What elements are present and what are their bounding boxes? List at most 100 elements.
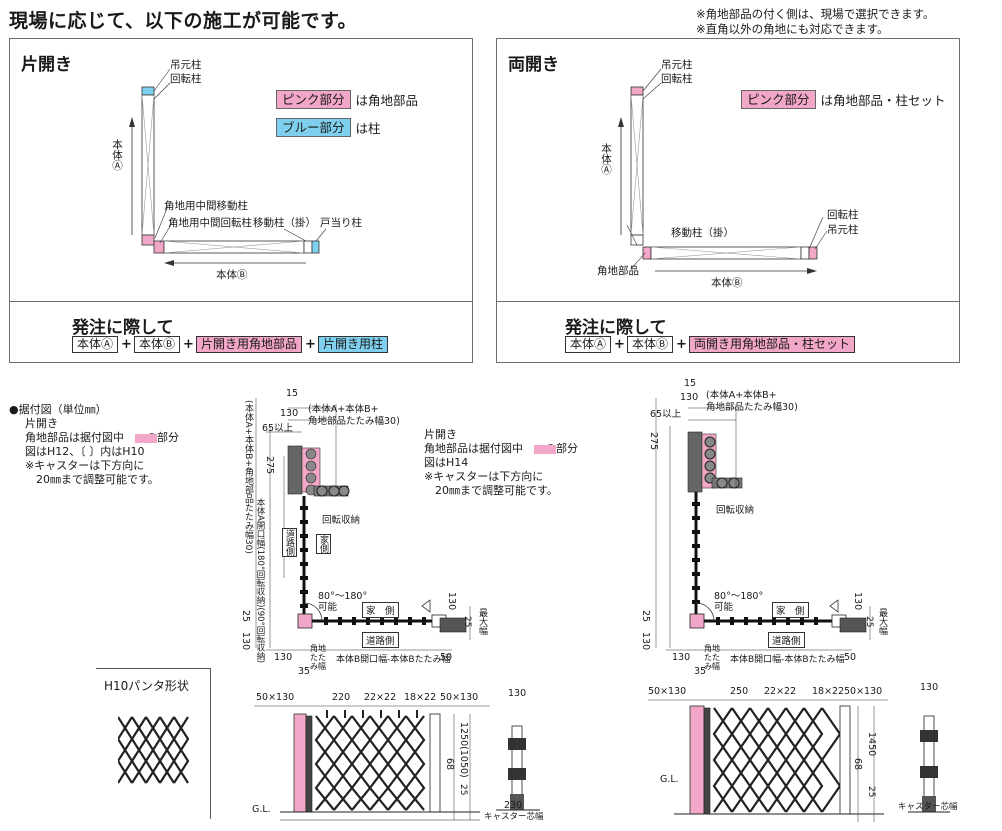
order-posts: 片開き用柱: [318, 336, 389, 353]
ground-level: G.L.: [660, 774, 679, 785]
panel-divider: [497, 301, 959, 302]
label-body-b: 本体Ⓑ: [711, 277, 743, 289]
legend-pink-chip: ピンク部分: [276, 90, 351, 109]
order-title: 発注に際して: [565, 318, 667, 338]
dim-25r: 25: [462, 616, 472, 628]
dim-25: 25: [640, 610, 651, 623]
panel-title: 片開き: [21, 55, 72, 75]
legend-blue: ブルー部分 は柱: [276, 118, 381, 137]
install-notes-left: ●据付図（単位㎜） 片開き 角地部品は据付図中 の部分 図はH12、〔 〕内はH…: [9, 403, 179, 487]
label-corner-middle-moving: 角地用中間移動柱: [164, 200, 248, 212]
caster-width: キャスター芯幅: [484, 812, 544, 822]
legend-pink: ピンク部分 は角地部品・柱セット: [741, 90, 946, 109]
dim-post-size-2: 50×130: [844, 686, 883, 697]
install-line: 図はH14: [424, 456, 469, 469]
label-rotating-post-2: 回転柱: [827, 209, 859, 221]
pink-swatch: [534, 445, 556, 454]
note-non-right-angle: ※直角以外の角地にも対応できます。: [696, 22, 889, 36]
angle-range: 80°～180°: [318, 591, 368, 602]
label-door-stop-post: 戸当り柱: [320, 217, 362, 229]
vertical-note: (本体A+本体B+角地部品たたみ幅30): [243, 400, 253, 554]
label-corner-middle-rotating: 角地用中間回転柱: [168, 217, 252, 229]
top-note: (本体A+本体B+ 角地部品たたみ幅30): [706, 390, 798, 413]
page-heading: 現場に応じて、以下の施工が可能です。: [9, 10, 358, 32]
pantograph-box: H10パンタ形状: [96, 668, 211, 819]
pink-swatch: [135, 434, 157, 443]
plus-icon: +: [305, 337, 316, 352]
legend-pink-text: は角地部品・柱セット: [820, 93, 946, 108]
dim-275: 275: [264, 456, 275, 475]
elevation-right: 50×130 250 22×22 18×22 50×130: [644, 680, 974, 830]
plus-icon: +: [121, 337, 132, 352]
dim-25r: 25: [864, 616, 874, 628]
max-width: 最大幅: [477, 608, 487, 635]
ground-level: G.L.: [252, 804, 271, 815]
bottom-width-label: 本体B開口幅-本体Bたたみ幅: [730, 655, 845, 665]
install-line: 図はH12、〔 〕内はH10: [25, 445, 145, 458]
label-moving-post: 移動柱（掛）: [671, 227, 734, 239]
dim-15: 15: [684, 378, 697, 389]
dim-130: 130: [680, 392, 699, 403]
dim-post-size: 50×130: [648, 686, 687, 697]
dim-bar-22: 22×22: [764, 686, 797, 697]
dim-65: 65以上: [650, 409, 682, 420]
dim-height: 1250(1050): [458, 722, 469, 778]
plus-icon: +: [676, 337, 687, 352]
legend-blue-chip: ブルー部分: [276, 118, 351, 137]
label-body-a: 本体Ⓐ: [111, 139, 123, 171]
dim-height: 1450: [866, 732, 877, 757]
panel-divider: [10, 301, 472, 302]
order-body-a: 本体Ⓐ: [565, 336, 612, 353]
dim-130r: 130: [446, 592, 457, 611]
dim-130c: 130: [672, 652, 691, 663]
side-top-dim: 130: [508, 688, 527, 699]
note-corner-side: ※角地部品の付く側は、現場で選択できます。: [696, 7, 935, 21]
order-corner-set: 両開き用角地部品・柱セット: [689, 336, 856, 353]
label-fixed-post-2: 吊元柱: [827, 224, 859, 236]
order-title: 発注に際して: [72, 318, 174, 338]
install-plan-left: 15 130 65以上 (本体A+本体B+ 角地部品たたみ幅30) (本体A+本…: [226, 378, 494, 678]
dim-50: 50: [844, 652, 857, 663]
dim-35: 35: [298, 666, 311, 677]
install-line: 角地部品は据付図中 の部分: [25, 431, 179, 444]
install-line: 20㎜まで調整可能です。: [424, 484, 558, 497]
order-body-b: 本体Ⓑ: [627, 336, 674, 353]
side-bottom-dim: 230: [504, 800, 523, 811]
dim-25: 25: [458, 784, 468, 796]
label-rotating-post: 回転柱: [661, 73, 693, 85]
road-side-label: 道路側: [768, 632, 805, 648]
dim-65: 65以上: [262, 423, 294, 434]
bottom-width-label: 本体B開口幅-本体Bたたみ幅: [336, 655, 451, 665]
dim-35: 35: [694, 666, 707, 677]
dim-post-size: 50×130: [256, 692, 295, 703]
dim-275: 275: [648, 432, 659, 451]
legend-pink-chip: ピンク部分: [741, 90, 816, 109]
order-formula: 本体Ⓐ + 本体Ⓑ + 片開き用角地部品 + 片開き用柱: [72, 336, 389, 353]
pantograph-title: H10パンタ形状: [104, 679, 189, 693]
install-line: 片開き: [424, 428, 457, 441]
house-side-label: 家 側: [772, 602, 809, 618]
install-notes-right: 片開き 角地部品は据付図中 の部分 図はH14 ※キャスターは下方向に 20㎜ま…: [424, 428, 578, 498]
install-line: 片開き: [25, 417, 58, 430]
corner-fold: 角地たたみ幅: [310, 644, 326, 671]
road-side-label: 道路側: [362, 632, 399, 648]
label-corner-parts: 角地部品: [597, 265, 639, 277]
dim-post-size-2: 50×130: [440, 692, 479, 703]
label-fixed-post: 吊元柱: [661, 59, 693, 71]
legend-blue-text: は柱: [355, 121, 381, 136]
double-swing-panel: 両開き 吊元柱 回転柱 移動柱（掛） 角地部品 回転柱 吊元柱 本体Ⓐ 本体Ⓑ …: [496, 38, 960, 363]
double-swing-plan-diagram: [618, 68, 828, 274]
label-body-b: 本体Ⓑ: [216, 269, 248, 281]
dim-bar-18: 18×22: [812, 686, 845, 697]
panel-title: 両開き: [508, 55, 559, 75]
install-line: ※キャスターは下方向に: [424, 470, 544, 483]
side-top-dim: 130: [920, 682, 939, 693]
plus-icon: +: [183, 337, 194, 352]
dim-25: 25: [866, 786, 876, 798]
rotate-store: 回転収納: [322, 515, 361, 526]
dim-15: 15: [286, 388, 299, 399]
dim-50: 50: [440, 652, 453, 663]
max-width: 最大幅: [877, 608, 887, 635]
label-body-a: 本体Ⓐ: [600, 143, 612, 175]
legend-pink: ピンク部分 は角地部品: [276, 90, 418, 109]
